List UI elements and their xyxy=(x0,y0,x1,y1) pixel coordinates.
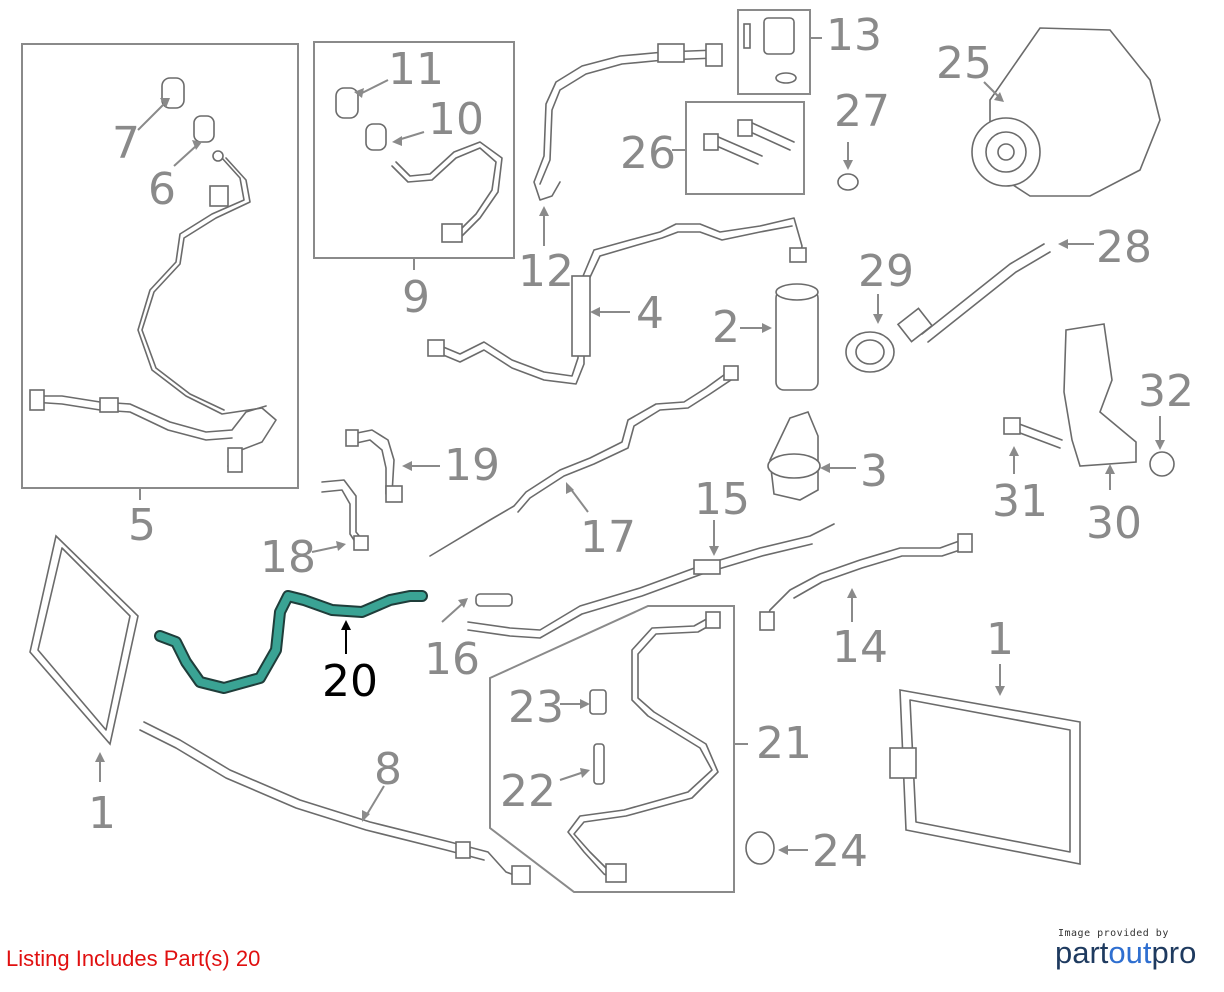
logo-part: part xyxy=(1055,935,1109,970)
callout-12: 12 xyxy=(518,246,574,297)
part-24-cap xyxy=(745,831,808,865)
callout-30: 30 xyxy=(1086,498,1142,549)
part-14-line xyxy=(759,533,973,631)
part-17-line xyxy=(429,365,739,557)
callout-18: 18 xyxy=(260,532,316,583)
line-4-12 xyxy=(427,43,807,385)
part-28-line xyxy=(896,239,1094,343)
callout-14: 14 xyxy=(832,622,888,673)
callout-1a: 1 xyxy=(88,788,116,839)
part-27-oring xyxy=(837,142,859,191)
callout-1b: 1 xyxy=(986,614,1014,665)
callout-23: 23 xyxy=(508,682,564,733)
callout-24: 24 xyxy=(812,826,868,877)
callout-31: 31 xyxy=(992,476,1048,527)
group-box-21 xyxy=(489,605,748,893)
callout-32: 32 xyxy=(1138,366,1194,417)
callout-21: 21 xyxy=(756,718,812,769)
part-3-bracket xyxy=(767,411,856,501)
part-1-condenser-right xyxy=(889,664,1081,865)
logo-out: out xyxy=(1108,935,1152,970)
callout-3: 3 xyxy=(860,446,888,497)
callout-6: 6 xyxy=(148,164,176,215)
callout-5: 5 xyxy=(128,500,156,551)
callout-26: 26 xyxy=(620,128,676,179)
part-1-condenser-left xyxy=(29,534,139,782)
partoutpro-logo: partoutpro xyxy=(1055,935,1196,971)
callout-17: 17 xyxy=(580,512,636,563)
callout-16: 16 xyxy=(424,634,480,685)
part-20-highlighted xyxy=(154,590,428,694)
parts-18-19 xyxy=(311,429,440,553)
part-15-16-line xyxy=(441,520,835,639)
part-8-line xyxy=(139,721,531,885)
callout-20: 20 xyxy=(322,656,378,707)
callout-2: 2 xyxy=(712,302,740,353)
callout-10: 10 xyxy=(428,94,484,145)
part-29-pulley xyxy=(845,294,895,373)
callout-19: 19 xyxy=(444,440,500,491)
callout-11: 11 xyxy=(388,44,444,95)
listing-note: Listing Includes Part(s) 20 xyxy=(6,946,261,971)
group-box-5 xyxy=(21,43,299,500)
callout-9: 9 xyxy=(402,272,430,323)
image-credit: Image provided by xyxy=(1058,928,1169,939)
part-2-drier xyxy=(740,283,819,391)
part-25-compressor xyxy=(971,27,1161,197)
callout-4: 4 xyxy=(636,288,664,339)
callout-27: 27 xyxy=(834,86,890,137)
part-20-highlight-fill xyxy=(156,592,426,692)
group-box-13 xyxy=(737,9,822,95)
callout-28: 28 xyxy=(1096,222,1152,273)
callout-22: 22 xyxy=(500,766,556,817)
callout-29: 29 xyxy=(858,246,914,297)
callout-7: 7 xyxy=(112,118,140,169)
callout-25: 25 xyxy=(936,38,992,89)
group-box-26 xyxy=(672,101,805,195)
callout-labels: 1 1 2 3 4 5 6 7 8 9 10 11 12 13 14 15 16… xyxy=(88,10,1194,877)
callout-15: 15 xyxy=(694,474,750,525)
group-box-9 xyxy=(313,41,515,270)
callout-8: 8 xyxy=(374,744,402,795)
parts-30-31-32 xyxy=(1003,323,1175,490)
logo-pro: pro xyxy=(1151,935,1197,970)
callout-13: 13 xyxy=(826,10,882,61)
